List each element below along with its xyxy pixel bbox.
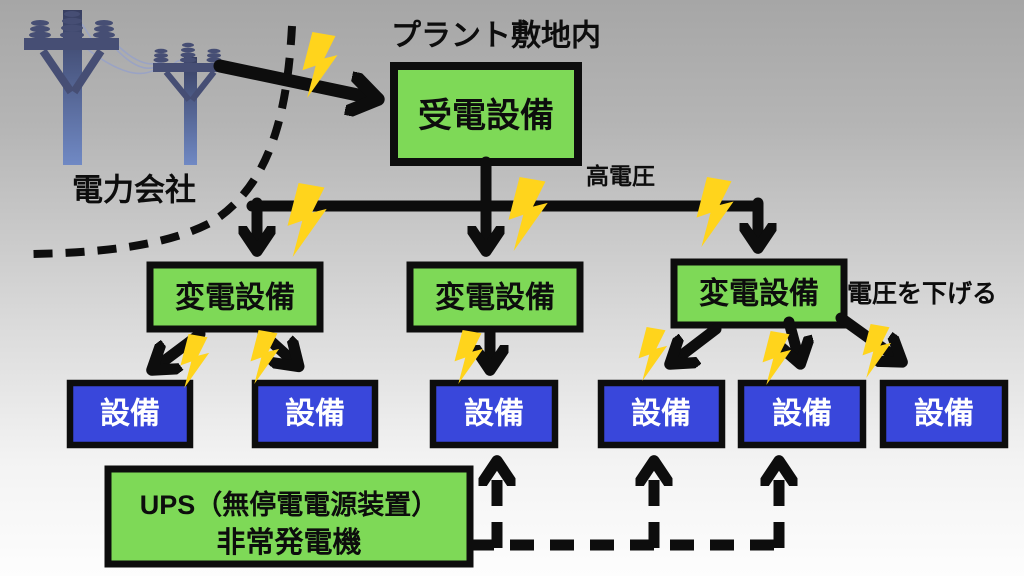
equipment-label: 設備	[464, 397, 524, 431]
high-voltage-label: 高電圧	[586, 163, 655, 189]
page-title: プラント敷地内	[391, 20, 601, 53]
equipment-box-6: 設備	[879, 379, 1009, 449]
lightning-bolt-icon	[762, 331, 792, 385]
lightning-bolt-icon	[250, 330, 280, 384]
ups-label-line2: 非常発電機	[216, 526, 361, 559]
equipment-label: 設備	[100, 397, 160, 431]
substation-box-1: 変電設備	[146, 261, 324, 333]
receiving-equipment-box: 受電設備	[390, 62, 582, 166]
equipment-label: 設備	[772, 397, 832, 431]
substation-box-2: 変電設備	[406, 261, 584, 333]
utility-poles-icon	[24, 10, 222, 165]
substation-label: 変電設備	[699, 277, 819, 311]
step-down-label: 電圧を下げる	[847, 280, 997, 308]
equipment-box-3: 設備	[429, 379, 559, 449]
ups-label-line1: UPS（無停電電源装置）	[140, 489, 439, 520]
substation-label: 変電設備	[435, 281, 555, 315]
lightning-bolt-icon	[508, 177, 548, 251]
substation-label: 変電設備	[175, 281, 295, 315]
lightning-bolt-icon	[287, 183, 327, 257]
equipment-label: 設備	[631, 397, 691, 431]
ups-generator-box: UPS（無停電電源装置） 非常発電機	[104, 465, 474, 568]
power-company-label: 電力会社	[72, 173, 196, 208]
grid-feed-arrow	[213, 59, 372, 98]
backup-power-dashed-connectors	[470, 466, 779, 551]
site-boundary-dashed-curve	[29, 25, 296, 258]
substation-box-3: 変電設備	[670, 258, 848, 329]
high-voltage-bus	[252, 156, 758, 246]
lightning-bolt-icon	[454, 330, 484, 384]
equipment-label: 設備	[285, 397, 345, 431]
equipment-box-4: 設備	[597, 379, 726, 449]
equipment-label: 設備	[914, 397, 974, 431]
equipment-box-5: 設備	[737, 379, 867, 449]
lightning-bolt-icon	[638, 327, 668, 381]
lightning-bolt-icon	[696, 177, 734, 247]
receiving-equipment-label: 受電設備	[418, 97, 554, 135]
equipment-box-1: 設備	[66, 379, 194, 449]
equipment-box-2: 設備	[251, 379, 379, 449]
